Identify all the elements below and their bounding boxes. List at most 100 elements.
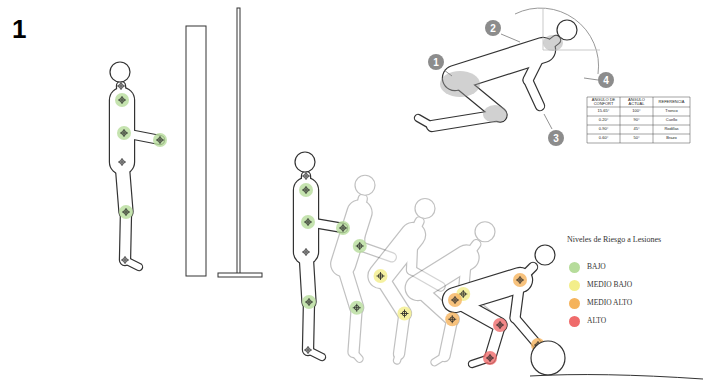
- risk-marker: [483, 351, 497, 365]
- legend-label: MEDIO BAJO: [587, 281, 632, 289]
- risk-marker: [336, 221, 350, 235]
- legend-title: Niveles de Riesgo a Lesiones: [567, 236, 661, 245]
- body-segment: [455, 280, 520, 300]
- cabinet: [186, 26, 206, 276]
- angle-arc: [515, 8, 599, 74]
- human-figure: [418, 20, 577, 126]
- risk-marker: [445, 312, 459, 326]
- risk-marker: [513, 273, 527, 287]
- body-segment: [308, 302, 309, 350]
- risk-marker: [115, 93, 129, 107]
- table-rule: [587, 134, 690, 135]
- risk-marker: [350, 301, 364, 315]
- table-cell: Cuello: [653, 116, 690, 125]
- risk-marker: [374, 269, 388, 283]
- body-segment: [412, 235, 414, 270]
- callout-number: 1: [428, 54, 444, 70]
- joint-symbol: [302, 172, 310, 180]
- joint-symbol: [377, 272, 385, 280]
- body-segment: [435, 356, 445, 362]
- body-segment: [110, 100, 134, 162]
- ground-line: [530, 375, 703, 379]
- legend-label: ALTO: [587, 317, 606, 325]
- table-rule: [587, 125, 690, 126]
- joint-symbol: [120, 129, 128, 137]
- joint-symbol: [448, 315, 456, 323]
- body-segment: [308, 302, 309, 350]
- legend-swatch: [569, 280, 580, 291]
- risk-marker: [119, 205, 133, 219]
- body-segment: [528, 80, 540, 106]
- joint-symbol: [496, 321, 504, 329]
- table-cell: 15-65°: [587, 107, 620, 116]
- risk-marker: [353, 239, 367, 253]
- body-segment: [435, 356, 445, 362]
- body-segment: [418, 118, 432, 126]
- leader-line: [584, 78, 598, 80]
- joint-symbol: [302, 248, 310, 256]
- ball: [531, 341, 565, 375]
- figures: [110, 62, 555, 365]
- risk-marker: [398, 307, 412, 321]
- head: [535, 245, 555, 265]
- risk-marker: [302, 295, 316, 309]
- table-grid: [587, 97, 690, 143]
- joint-symbol: [305, 298, 313, 306]
- table-cell: 0-20°: [587, 116, 620, 125]
- callout-disc: [598, 72, 614, 88]
- table-cell: 50°: [620, 134, 653, 143]
- joint-symbol: [486, 354, 494, 362]
- body-segment: [125, 212, 126, 260]
- body-segment: [397, 354, 399, 361]
- shaded-zone: [440, 71, 480, 97]
- joint-symbol: [353, 304, 361, 312]
- body-segment: [528, 50, 543, 80]
- table-cell: 0-90°: [587, 125, 620, 134]
- callout-disc: [548, 130, 564, 146]
- body-segment: [294, 190, 318, 252]
- head: [557, 20, 577, 40]
- legend-swatch: [569, 262, 580, 273]
- leader-line: [544, 114, 552, 129]
- head: [110, 62, 130, 82]
- pole-base: [218, 273, 262, 277]
- callout-number: 2: [485, 20, 501, 36]
- table-cell: 45°: [620, 125, 653, 134]
- joint-symbol: [122, 208, 130, 216]
- table-cell: Rodillas: [653, 125, 690, 134]
- callout-number: 4: [598, 72, 614, 88]
- risk-marker: [299, 183, 313, 197]
- human-figure: [110, 62, 160, 267]
- table-rule: [620, 97, 621, 143]
- joint-symbol: [516, 276, 524, 284]
- callout-circle: 1: [428, 54, 444, 70]
- joint-symbol: [401, 310, 409, 318]
- callout-circle: 3: [548, 130, 564, 146]
- body-segment: [354, 352, 360, 359]
- table-cell: 90°: [620, 116, 653, 125]
- table-cell: Brazo: [653, 134, 690, 143]
- body-segment: [412, 235, 414, 270]
- table-cell: REFERENCIA: [653, 97, 690, 107]
- leader-line: [444, 70, 452, 76]
- joint-symbol: [302, 186, 310, 194]
- legend-label: BAJO: [587, 263, 606, 271]
- body-segment: [418, 118, 432, 126]
- callout-circle: 2: [485, 20, 501, 36]
- head: [475, 222, 495, 242]
- body-segment: [354, 352, 360, 359]
- callout-disc: [428, 54, 444, 70]
- callout-disc: [485, 20, 501, 36]
- table-rule: [653, 97, 654, 143]
- joint-symbol: [304, 218, 312, 226]
- risk-marker: [448, 293, 462, 307]
- risk-marker: [301, 215, 315, 229]
- table-cell: ANGULO DE CONFORT: [587, 97, 620, 107]
- shaded-zone: [543, 35, 563, 51]
- joint-symbol: [118, 96, 126, 104]
- joint-symbol: [356, 242, 364, 250]
- risk-marker: [117, 126, 131, 140]
- head: [295, 152, 315, 172]
